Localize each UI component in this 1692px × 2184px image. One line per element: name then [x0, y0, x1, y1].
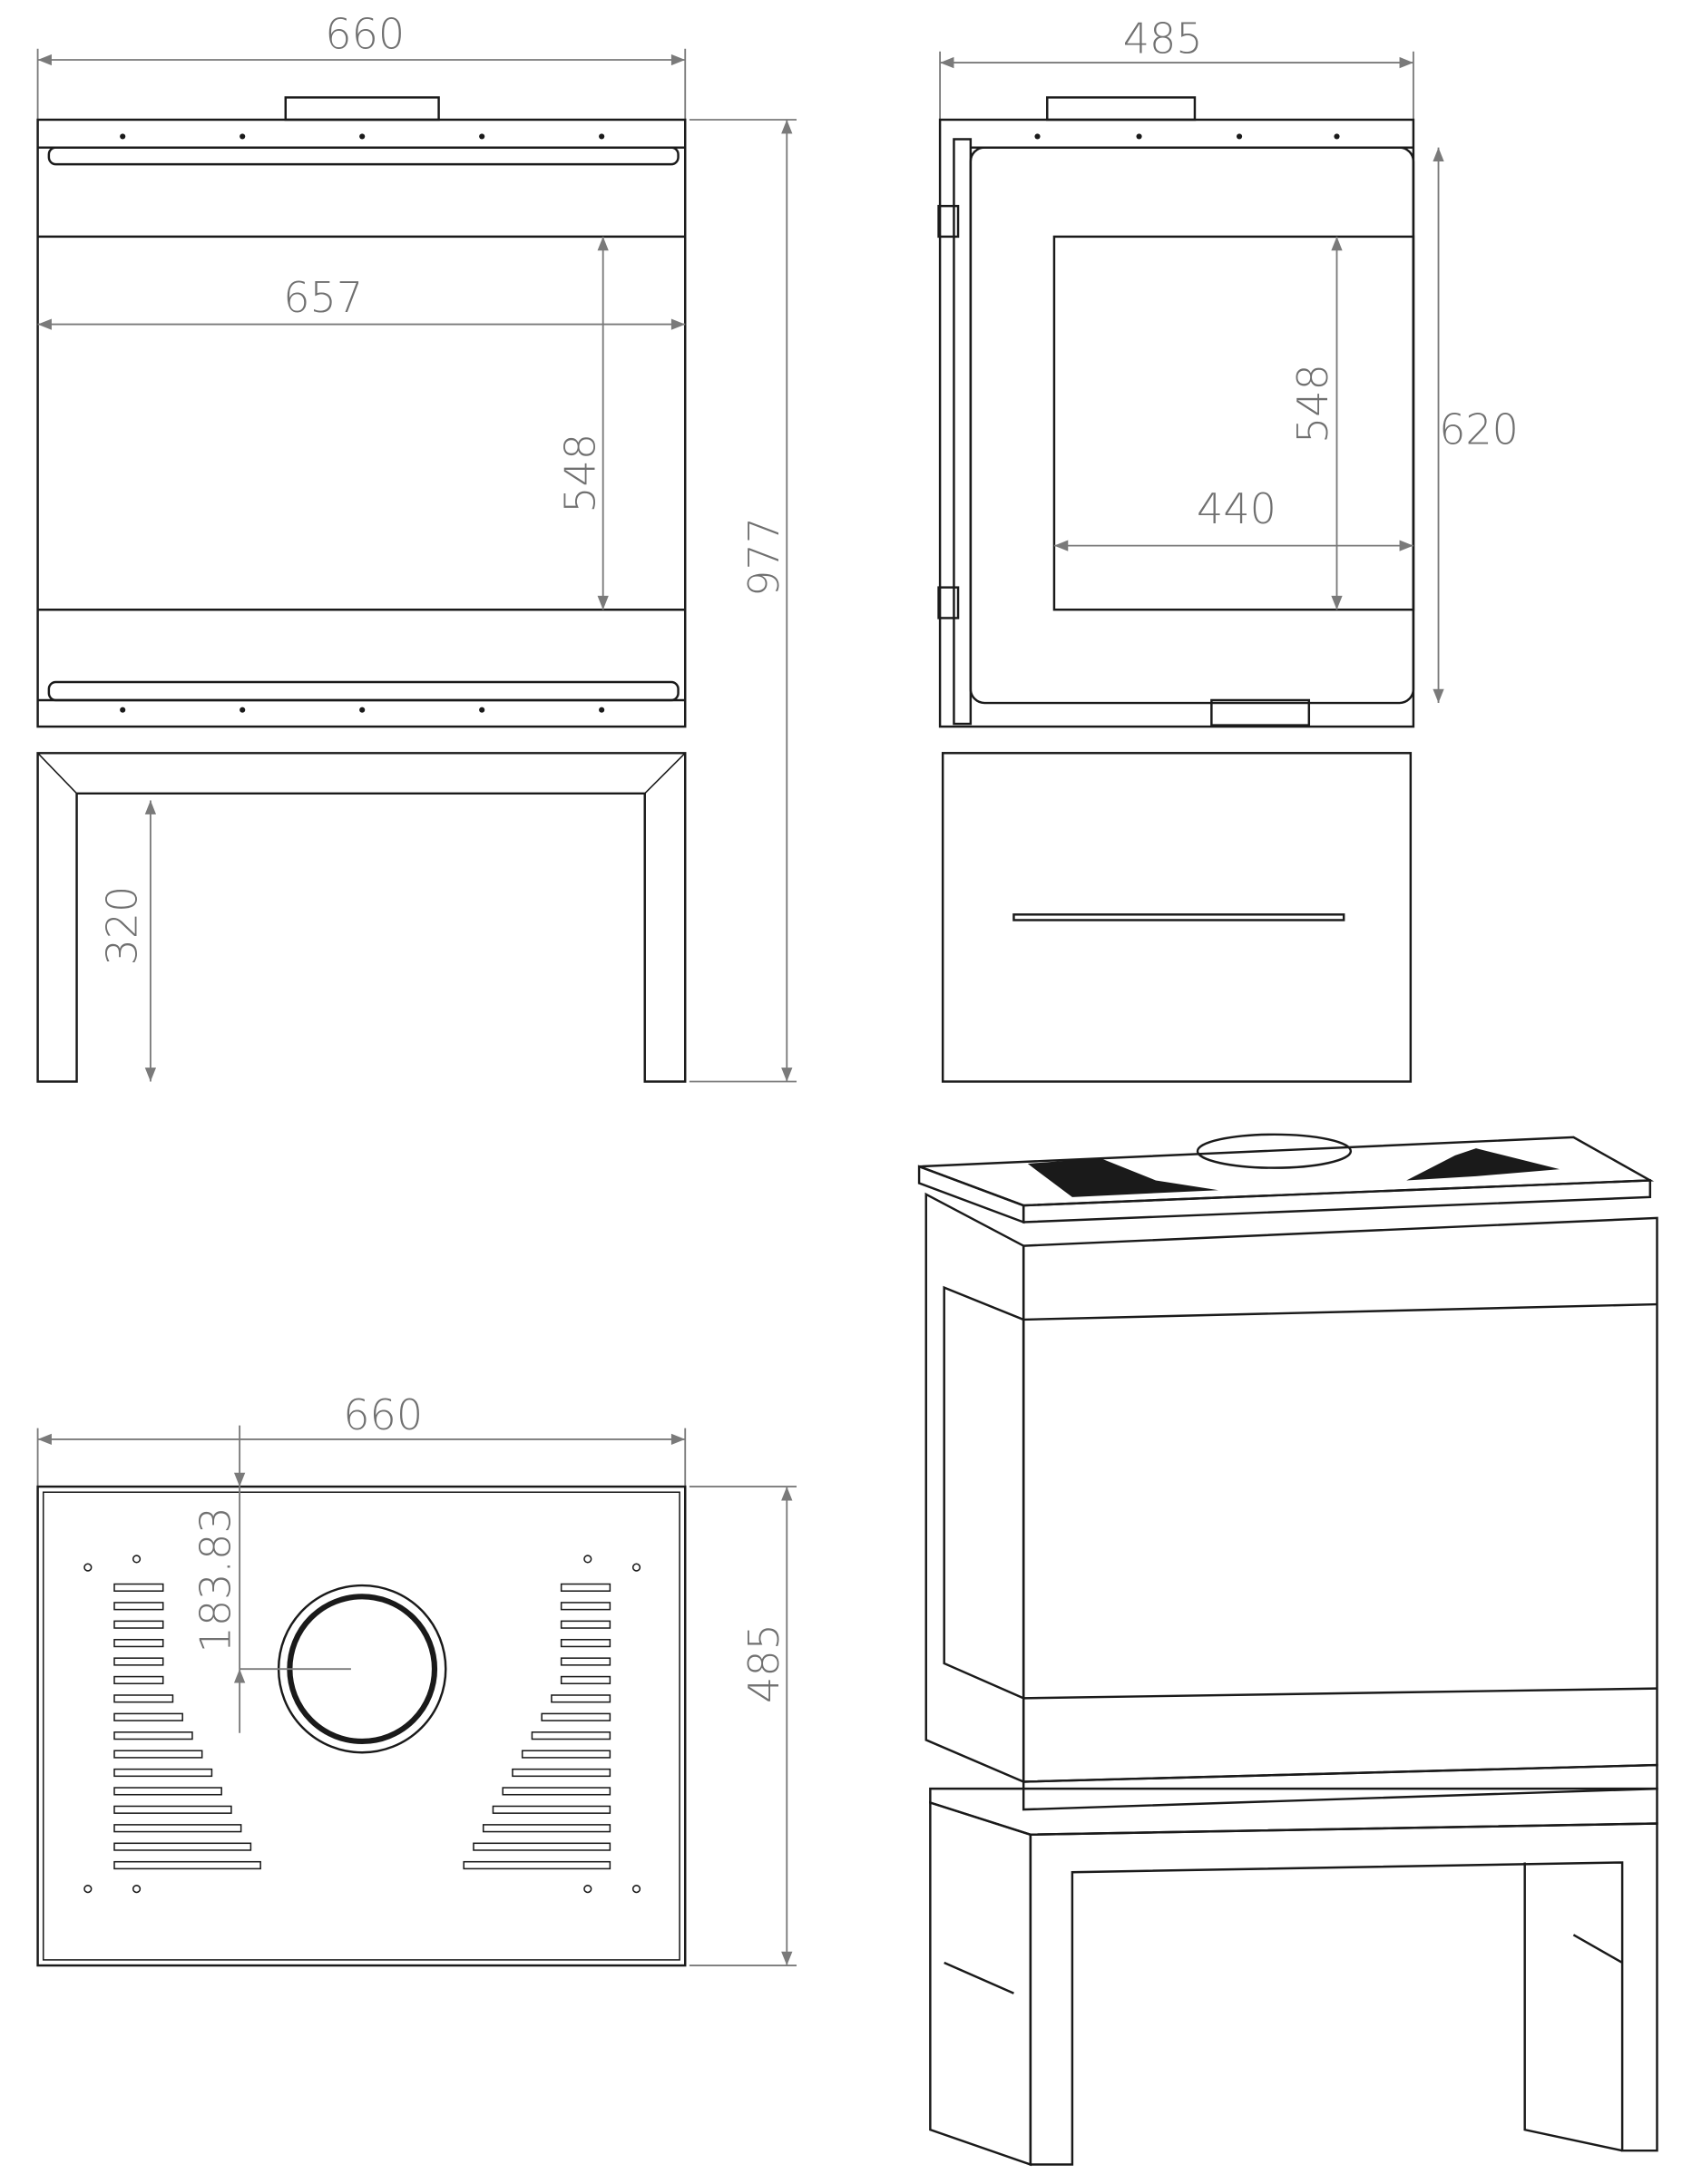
iso-stand: [1029, 1822, 1658, 2166]
top-depth-dimension: 485: [739, 1623, 788, 1703]
vent-slot: [113, 1731, 193, 1740]
vent-slot: [113, 1694, 174, 1703]
stand-side: [941, 752, 1413, 1083]
vent-slot: [551, 1694, 611, 1703]
vent-slot: [113, 1602, 164, 1611]
vent-slot: [113, 1657, 164, 1666]
vent-slot: [113, 1787, 222, 1796]
top-plate: [36, 1485, 687, 1967]
vent-slot: [113, 1712, 183, 1721]
flue-offset-dimension: 183.83: [191, 1506, 240, 1653]
vent-slots: [113, 1583, 611, 1870]
stand-height-dimension: 320: [98, 886, 147, 966]
side-glass-width-dimension: 440: [1197, 484, 1276, 533]
vent-slot: [113, 1824, 242, 1833]
glass-width-dimension: 657: [283, 273, 363, 322]
body-height-dimension: 620: [1439, 405, 1519, 454]
vent-slot: [113, 1675, 164, 1685]
vent-slot: [531, 1731, 611, 1740]
vent-slot: [473, 1842, 611, 1851]
vent-slot: [560, 1602, 611, 1611]
vent-slot: [502, 1787, 611, 1796]
vent-slot: [560, 1620, 611, 1629]
vent-slot: [560, 1675, 611, 1685]
vent-slot: [113, 1620, 164, 1629]
top-width-dimension: 660: [343, 1390, 423, 1439]
vent-slot: [512, 1768, 611, 1778]
vent-slot: [541, 1712, 611, 1721]
vent-slot: [113, 1860, 261, 1870]
stove-body: [36, 118, 687, 728]
total-height-dimension: 977: [739, 517, 788, 597]
vent-slot: [463, 1860, 611, 1870]
top-view: 660 183.83 485: [36, 1390, 797, 1967]
vent-slot: [560, 1583, 611, 1592]
vent-slot: [482, 1824, 611, 1833]
glass-height-dimension: 548: [555, 434, 604, 513]
front-width-dimension: 660: [325, 10, 405, 59]
front-view: 660 657 548 977 320: [36, 10, 797, 1083]
vent-slot: [113, 1583, 164, 1592]
vent-slot: [113, 1842, 252, 1851]
vent-slot: [113, 1638, 164, 1648]
vent-slot: [492, 1805, 611, 1814]
vent-slot: [113, 1768, 213, 1778]
side-glass: [1052, 235, 1415, 611]
vent-slot: [560, 1638, 611, 1648]
side-view: 485 548 440 620: [937, 14, 1519, 1083]
isometric-view: [917, 1133, 1658, 2167]
vent-slot: [521, 1750, 611, 1759]
flue-collar: [284, 96, 440, 122]
side-glass-height-dimension: 548: [1288, 364, 1337, 444]
vent-slot: [560, 1657, 611, 1666]
vent-slot: [113, 1805, 232, 1814]
side-depth-dimension: 485: [1123, 14, 1203, 63]
vent-slot: [113, 1750, 203, 1759]
